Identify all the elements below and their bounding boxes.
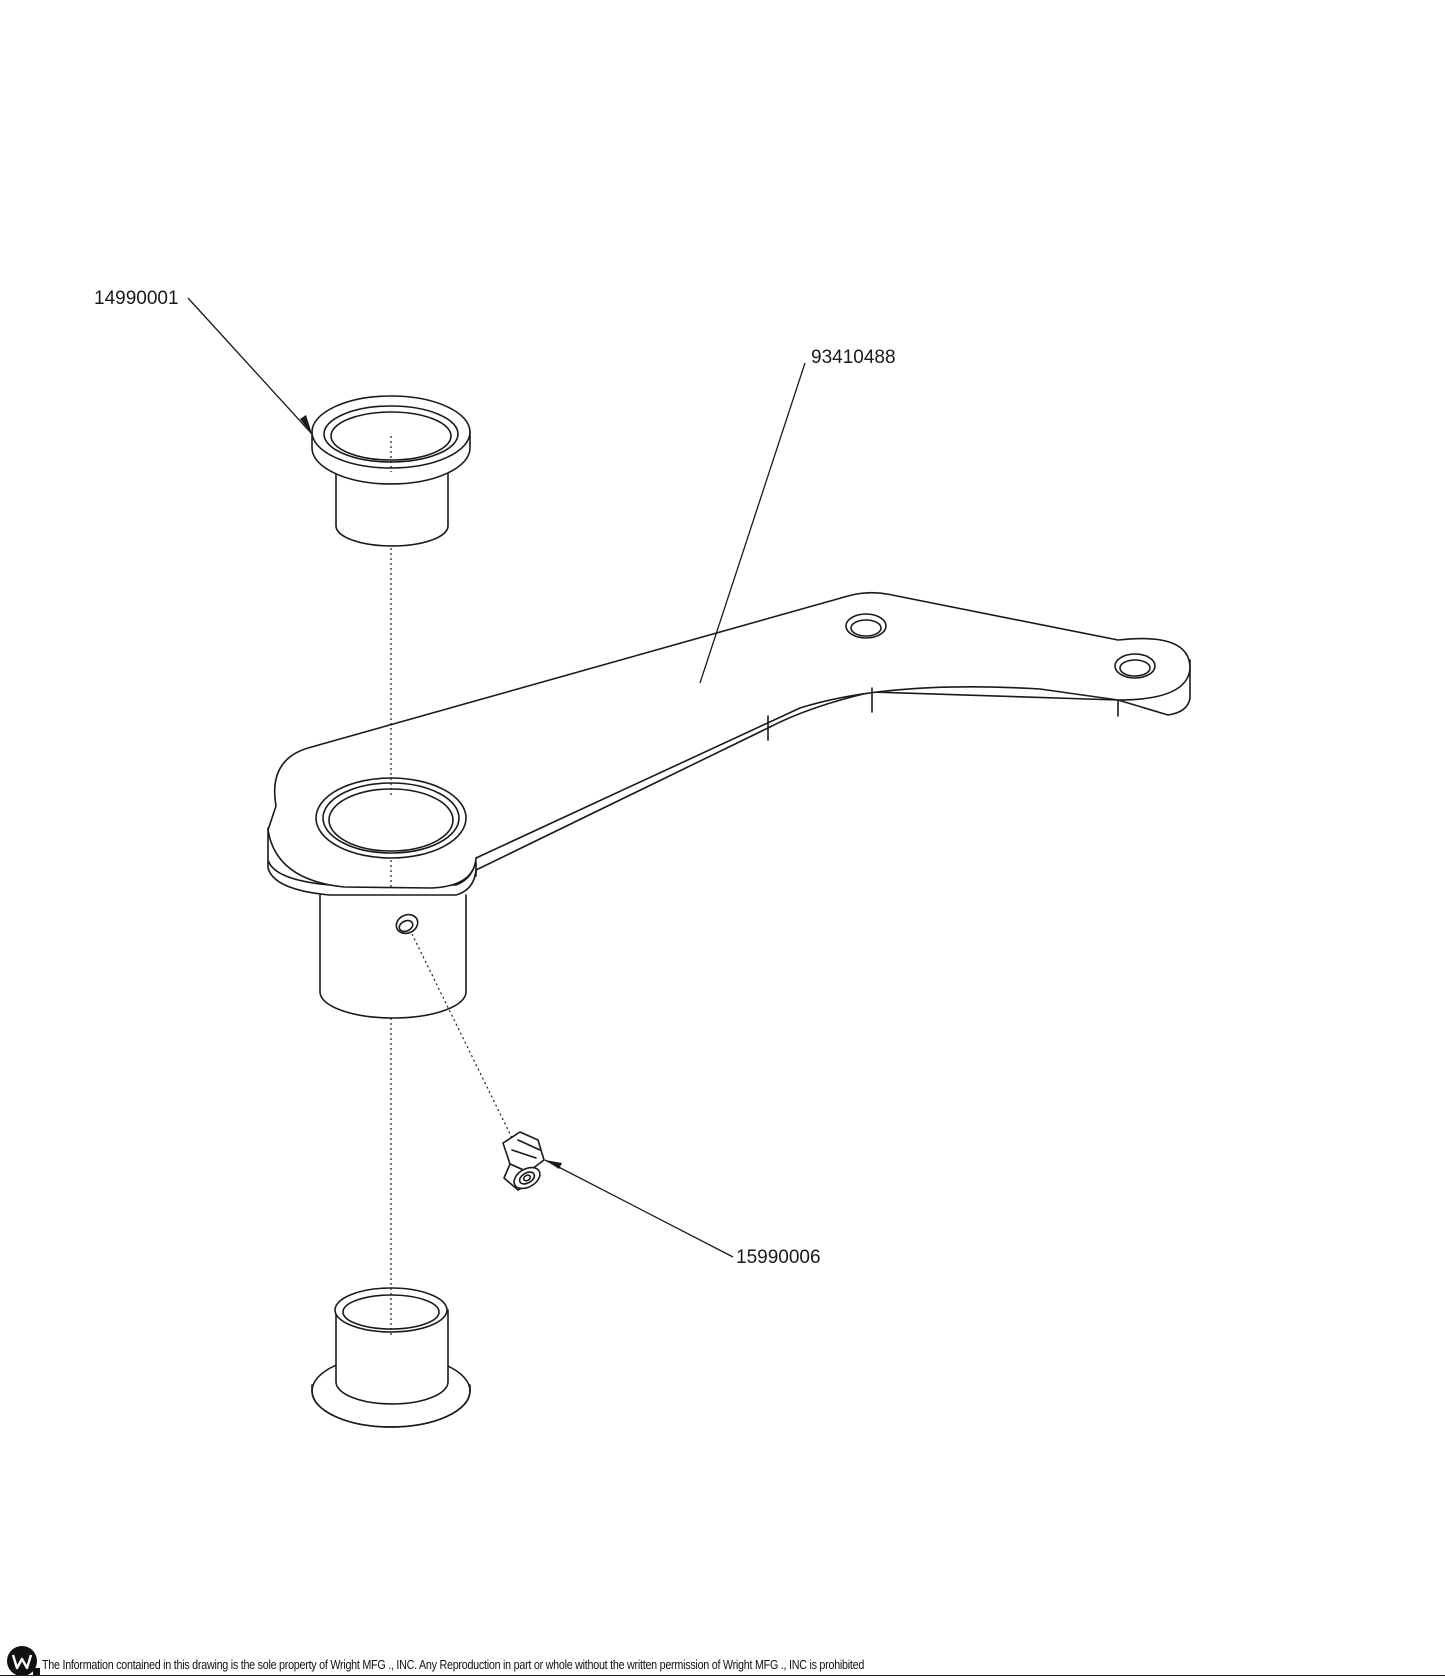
upper-bushing	[311, 395, 471, 547]
pivot-arm	[267, 591, 1191, 1019]
wright-logo-icon	[7, 1646, 40, 1676]
drawing-footer: The Information contained in this drawin…	[0, 1636, 1445, 1677]
centerlines	[390, 436, 514, 1335]
leader-lines	[187, 297, 806, 1258]
grease-fitting	[502, 1131, 545, 1191]
callout-arm: 93410488	[811, 347, 896, 368]
footer-rule	[0, 1675, 1445, 1676]
leader-arm	[699, 362, 806, 684]
callout-grease-fitting: 15990006	[736, 1247, 821, 1268]
copyright-notice: The Information contained in this drawin…	[42, 1658, 865, 1672]
leader-grease-fitting	[544, 1159, 734, 1258]
leader-arrowheads	[300, 415, 562, 1169]
leader-upper-bushing	[187, 297, 313, 435]
callout-upper-bushing: 14990001	[94, 288, 179, 309]
